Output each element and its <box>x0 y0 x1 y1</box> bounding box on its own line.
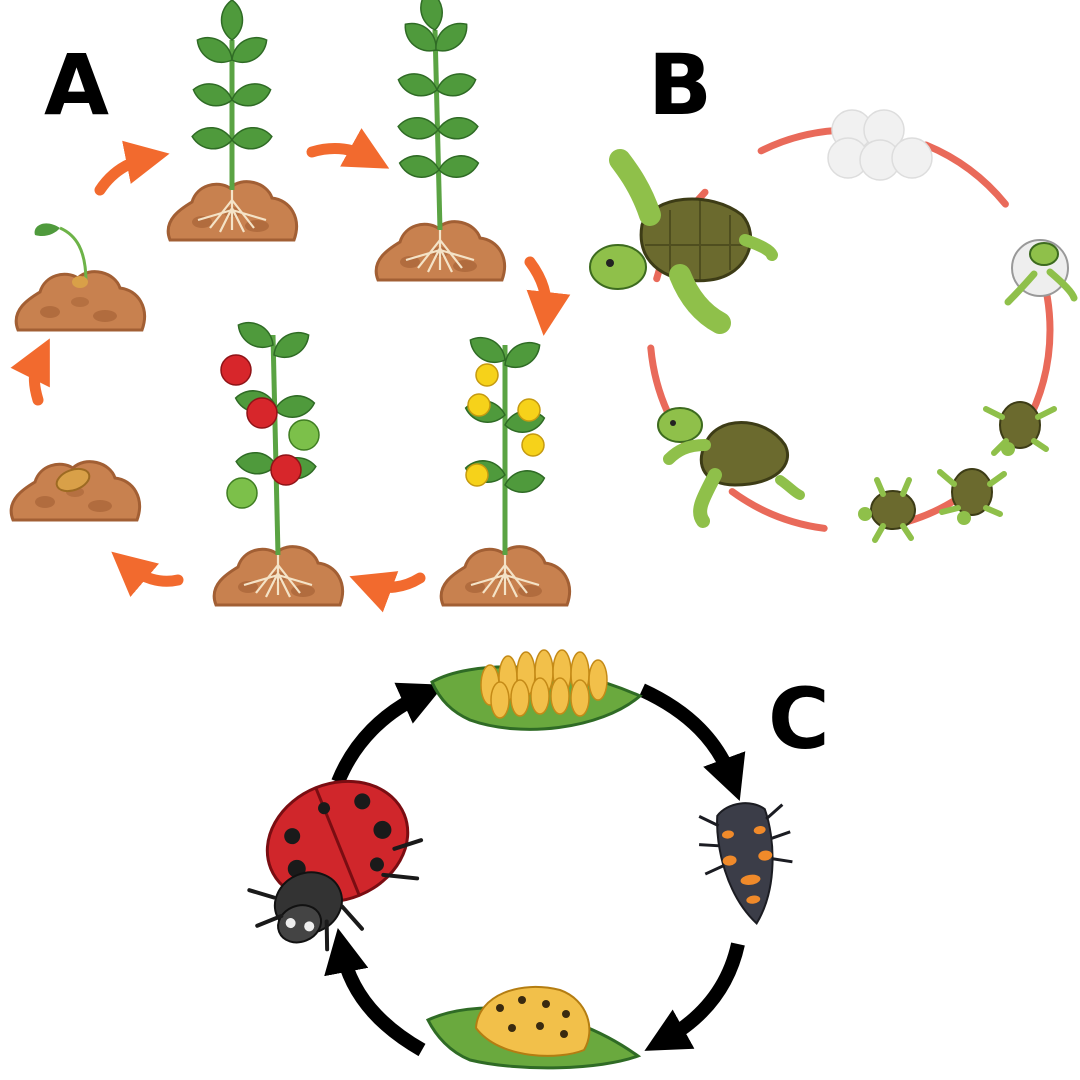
cycle-arrow-adult-to-eggs <box>338 694 424 782</box>
cycle-arrow-flowering-to-fruiting <box>370 578 420 587</box>
ladybug-pupa-stage <box>428 987 638 1068</box>
turtle-eggs-stage <box>828 110 932 180</box>
fruiting-plant-stage <box>214 316 342 605</box>
adult-turtle-stage <box>590 160 772 323</box>
cycle-arrow-fruiting-to-seed <box>128 566 178 581</box>
flower-icon <box>476 364 498 386</box>
cycle-arrow-seedling-to-young <box>100 158 148 190</box>
seed-in-soil-stage <box>11 462 139 520</box>
panel-label-a: A <box>44 36 109 134</box>
panel-label-b: B <box>648 36 712 134</box>
cycle-arrow-pupa-to-adult <box>342 950 422 1050</box>
ladybug-larva-stage <box>694 797 802 930</box>
red-tomato-icon <box>221 355 251 385</box>
juvenile-turtle-stage <box>658 408 800 521</box>
red-tomato-icon <box>247 398 277 428</box>
green-tomato-icon <box>227 478 257 508</box>
panel-c-ladybug-cycle <box>218 650 803 1068</box>
young-plant-stage <box>168 0 296 240</box>
cycle-arrow-young-to-tall <box>312 149 370 158</box>
panel-b-turtle-cycle <box>590 110 1074 540</box>
flower-icon <box>522 434 544 456</box>
tall-plant-stage <box>376 0 504 280</box>
flowering-plant-stage <box>441 331 569 605</box>
flower-icon <box>468 394 490 416</box>
turtle-hatchling-stage <box>1008 240 1074 302</box>
seedling-stage <box>16 223 144 330</box>
ladybug-eggs-stage <box>432 650 640 729</box>
cycle-arrow-larva-to-pupa <box>664 944 738 1040</box>
flower-icon <box>466 464 488 486</box>
green-tomato-icon <box>289 420 319 450</box>
red-tomato-icon <box>271 455 301 485</box>
panel-label-c: C <box>768 670 830 768</box>
baby-turtles-stage <box>858 402 1054 540</box>
cycle-arrow-seed-to-seedling <box>34 358 40 400</box>
cycle-arrow-eggs-to-larva <box>642 690 732 780</box>
cycle-arrow-tall-to-flowering <box>530 262 546 314</box>
adult-ladybug-stage <box>218 759 446 971</box>
flower-icon <box>518 399 540 421</box>
